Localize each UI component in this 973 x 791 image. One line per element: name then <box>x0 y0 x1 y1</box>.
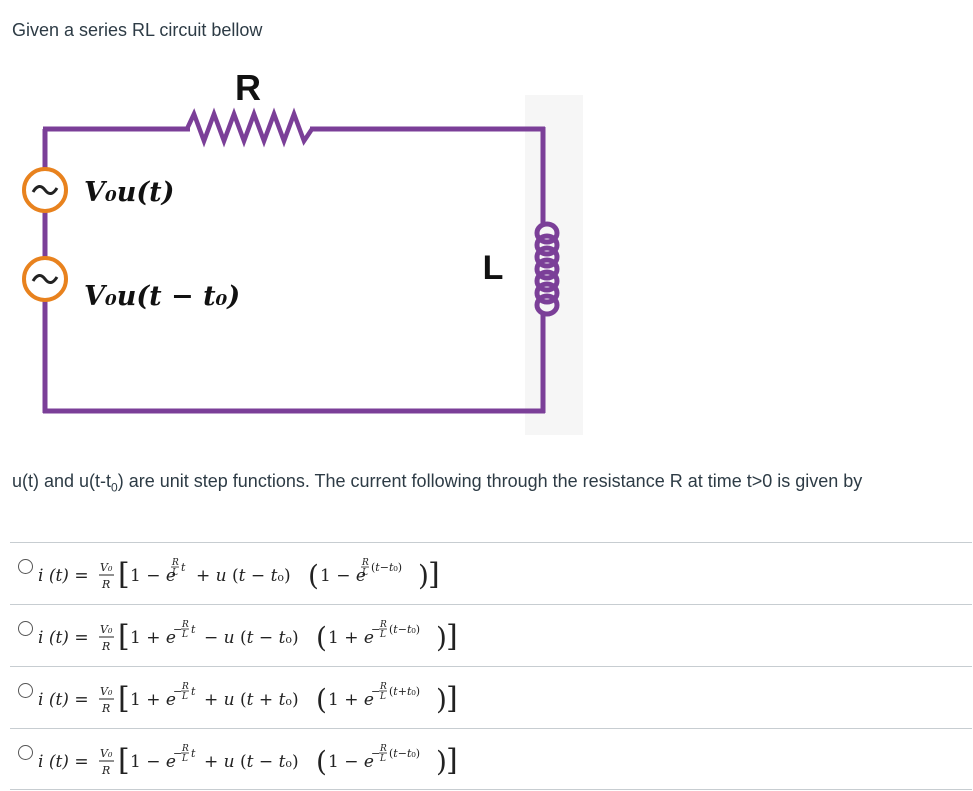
svg-text:L: L <box>171 568 178 578</box>
svg-text:1 − e: 1 − e <box>328 752 374 772</box>
source-1-label: V₀u(t) <box>84 177 174 208</box>
svg-text:]: ] <box>446 743 458 778</box>
svg-text:[: [ <box>118 619 130 654</box>
inductor-label: L <box>483 249 504 287</box>
svg-text:L: L <box>379 754 386 764</box>
svg-text:[: [ <box>118 743 130 778</box>
svg-text:1 − e: 1 − e <box>320 566 366 586</box>
svg-text:+ u (t − to): + u (t − to) <box>196 566 291 586</box>
svg-text:R: R <box>379 744 387 754</box>
svg-text:(: ( <box>316 683 327 716</box>
svg-text:R: R <box>361 558 369 568</box>
svg-text:t: t <box>181 561 186 574</box>
answer-option-3[interactable]: i (t) = V₀ R [ 1 + e − R L t + u (t + to… <box>10 666 972 728</box>
svg-text:R: R <box>181 682 189 692</box>
svg-text:t: t <box>191 685 196 698</box>
svg-text:L: L <box>181 692 188 702</box>
svg-text:R: R <box>101 702 110 715</box>
svg-text:L: L <box>379 630 386 640</box>
answer-list: i (t) = V₀ R [ 1 − e R L t + u (t − to) … <box>10 542 972 790</box>
svg-text:[: [ <box>118 681 130 716</box>
answer-formula-4: i (t) = V₀ R [ 1 − e − R L t + u (t − to… <box>38 743 458 778</box>
svg-text:V₀: V₀ <box>100 561 113 574</box>
svg-text:1 + e: 1 + e <box>130 628 176 648</box>
svg-text:−: − <box>173 685 182 698</box>
svg-text:R: R <box>101 640 110 653</box>
svg-text:V₀: V₀ <box>100 623 113 636</box>
svg-text:1 − e: 1 − e <box>130 566 176 586</box>
radio-button[interactable] <box>18 683 33 698</box>
svg-text:−: − <box>371 685 380 698</box>
answer-option-1[interactable]: i (t) = V₀ R [ 1 − e R L t + u (t − to) … <box>10 542 972 604</box>
svg-text:1 + e: 1 + e <box>328 690 374 710</box>
svg-text:−: − <box>371 747 380 760</box>
svg-text:i (t) =: i (t) = <box>38 628 89 648</box>
answer-formula-2: i (t) = V₀ R [ 1 + e − R L t − u (t − to… <box>38 619 458 654</box>
svg-text:1 + e: 1 + e <box>130 690 176 710</box>
question-text-part-2: ) are unit step functions. The current f… <box>117 471 863 491</box>
svg-text:): ) <box>436 683 447 716</box>
radio-button[interactable] <box>18 621 33 636</box>
svg-text:): ) <box>418 559 429 592</box>
svg-text:R: R <box>171 558 179 568</box>
inductor-symbol <box>534 221 560 317</box>
question-text-part-1: u(t) and u(t-t <box>12 471 112 491</box>
rl-circuit-diagram: R L V₀u(t) V₀u(t − t₀) <box>22 67 583 435</box>
svg-text:): ) <box>436 621 447 654</box>
svg-text:]: ] <box>446 681 458 716</box>
svg-text:]: ] <box>428 557 440 592</box>
svg-text:R: R <box>101 578 110 591</box>
svg-text:−: − <box>173 747 182 760</box>
answer-option-2[interactable]: i (t) = V₀ R [ 1 + e − R L t − u (t − to… <box>10 604 972 666</box>
svg-text:L: L <box>181 630 188 640</box>
svg-text:R: R <box>181 620 189 630</box>
svg-text:(t−t₀): (t−t₀) <box>389 747 420 760</box>
answer-formula-1: i (t) = V₀ R [ 1 − e R L t + u (t − to) … <box>38 557 440 592</box>
voltage-source-1-icon <box>22 167 68 213</box>
svg-text:(t+t₀): (t+t₀) <box>389 685 420 698</box>
question-text: u(t) and u(t-t0) are unit step functions… <box>12 471 862 495</box>
svg-text:i (t) =: i (t) = <box>38 690 89 710</box>
question-text-subscript: 0 <box>111 480 118 495</box>
svg-text:i (t) =: i (t) = <box>38 752 89 772</box>
svg-text:(t−t₀): (t−t₀) <box>389 623 420 636</box>
radio-button[interactable] <box>18 559 33 574</box>
svg-text:+ u (t + to): + u (t + to) <box>204 690 299 710</box>
svg-text:V₀: V₀ <box>100 747 113 760</box>
answer-option-4[interactable]: i (t) = V₀ R [ 1 − e − R L t + u (t − to… <box>10 728 972 790</box>
svg-text:L: L <box>181 754 188 764</box>
svg-text:(: ( <box>316 745 327 778</box>
svg-text:R: R <box>181 744 189 754</box>
svg-text:L: L <box>361 568 368 578</box>
resistor-label: R <box>235 67 261 108</box>
svg-text:i (t) =: i (t) = <box>38 566 89 586</box>
svg-text:1 + e: 1 + e <box>328 628 374 648</box>
svg-text:+ u (t − to): + u (t − to) <box>204 752 299 772</box>
question-title: Given a series RL circuit bellow <box>12 20 263 40</box>
svg-text:(: ( <box>308 559 319 592</box>
svg-text:): ) <box>436 745 447 778</box>
svg-text:− u (t − to): − u (t − to) <box>204 628 299 648</box>
answer-formula-3: i (t) = V₀ R [ 1 + e − R L t + u (t + to… <box>38 681 458 716</box>
svg-text:[: [ <box>118 557 130 592</box>
svg-text:]: ] <box>446 619 458 654</box>
svg-text:t: t <box>191 623 196 636</box>
svg-text:L: L <box>379 692 386 702</box>
svg-text:R: R <box>379 682 387 692</box>
svg-text:R: R <box>379 620 387 630</box>
source-2-label: V₀u(t − t₀) <box>84 281 240 312</box>
radio-button[interactable] <box>18 745 33 760</box>
resistor-symbol <box>184 107 314 148</box>
svg-text:1 − e: 1 − e <box>130 752 176 772</box>
svg-text:R: R <box>101 764 110 777</box>
svg-text:−: − <box>371 623 380 636</box>
svg-text:V₀: V₀ <box>100 685 113 698</box>
svg-text:−: − <box>173 623 182 636</box>
svg-text:t: t <box>191 747 196 760</box>
svg-text:(: ( <box>316 621 327 654</box>
svg-text:(t−t₀): (t−t₀) <box>371 561 402 574</box>
voltage-source-2-icon <box>22 256 68 302</box>
